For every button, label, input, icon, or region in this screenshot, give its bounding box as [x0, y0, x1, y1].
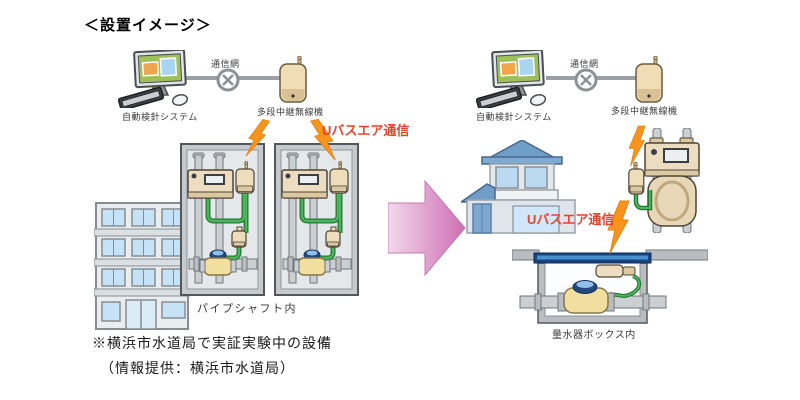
left-relay-label: 多段中継無線機	[257, 107, 324, 117]
left-computer-label: 自動検針システム	[122, 112, 198, 122]
right-lightning-icon-1	[628, 125, 646, 167]
left-lightning-icon-2	[310, 118, 336, 161]
right-computer-icon	[476, 50, 547, 108]
right-computer-label: 自動検針システム	[476, 112, 552, 122]
right-location-label: 量水器ボックス内	[552, 330, 636, 341]
footnote-line-2: （情報提供：横浜市水道局）	[100, 362, 295, 377]
left-network-label: 通信網	[211, 59, 240, 69]
left-location-label: パイプシャフト内	[197, 303, 297, 315]
transition-arrow-icon	[388, 179, 466, 277]
diagram-title: ＜設置イメージ＞	[84, 17, 212, 34]
right-relay-label: 多段中継無線機	[611, 106, 678, 116]
gas-meter-icon	[628, 128, 700, 233]
right-lightning-icon-2	[607, 200, 630, 254]
apartment-building-icon	[94, 202, 190, 330]
left-lightning-icon-1	[245, 118, 271, 157]
right-network-label: 通信網	[570, 59, 599, 69]
left-comm-label: Uバスエア通信	[322, 123, 410, 138]
house-icon	[461, 140, 576, 234]
left-network-node-icon	[216, 68, 240, 92]
left-computer-icon	[118, 50, 189, 108]
pipe-shaft-panel-icon-1	[180, 143, 265, 296]
footnote-line-1: ※横浜市水道局で実証実験中の設備	[92, 337, 332, 352]
left-relay-radio-icon	[279, 56, 307, 103]
right-network-node-icon	[574, 68, 598, 92]
right-relay-radio-icon	[635, 56, 663, 103]
right-comm-label: Uバスエア通信	[527, 212, 615, 227]
pipe-shaft-panel-icon-2	[274, 143, 359, 296]
water-meter-box-icon	[512, 249, 708, 324]
